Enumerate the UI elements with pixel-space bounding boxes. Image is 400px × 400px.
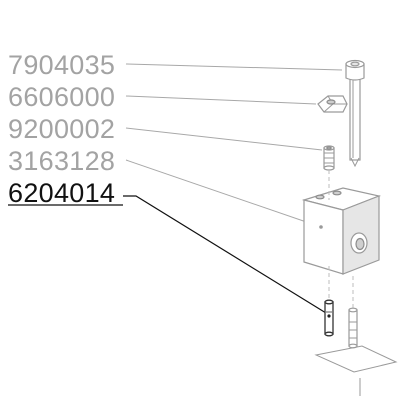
base-plate-outline: [314, 345, 398, 373]
leader-line-pins: [123, 195, 327, 314]
part-number-label-block[interactable]: 3163128: [8, 146, 115, 176]
part-number-label-screw[interactable]: 7904035: [8, 50, 115, 80]
leader-line-block: [125, 159, 319, 227]
block-screw-hole: [319, 225, 323, 229]
hex-nut: [317, 95, 348, 113]
leader-line-nut: [125, 95, 317, 105]
threaded-sleeve: [323, 145, 335, 171]
leader-line-sleeve: [125, 127, 323, 151]
part-number-label-nut[interactable]: 6606000: [8, 82, 115, 112]
leader-line-screw: [125, 63, 343, 71]
part-number-label-pins[interactable]: 6204014: [8, 178, 115, 208]
cylindrical-pin-left: [324, 299, 334, 337]
part-number-label-sleeve[interactable]: 9200002: [8, 114, 115, 144]
heater-block: [301, 187, 382, 275]
cylindrical-pin-right: [348, 307, 358, 349]
socket-head-screw: [345, 59, 365, 168]
